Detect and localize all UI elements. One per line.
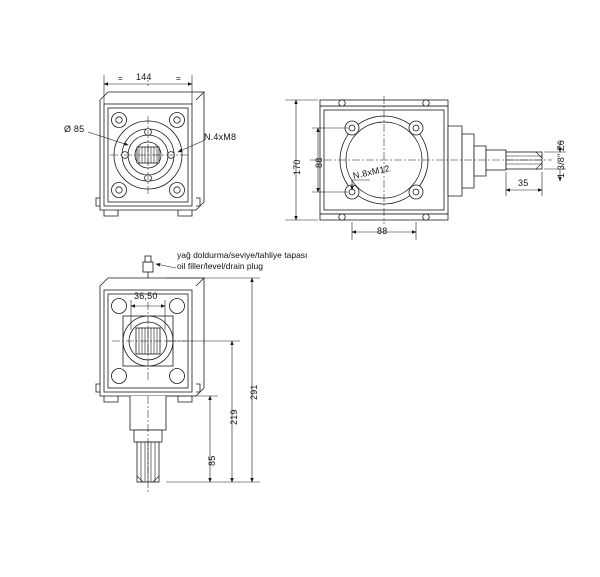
dim-label-36-50: 36,50: [134, 291, 158, 301]
dim-label-170: 170: [292, 159, 302, 175]
leader-bore-85: [87, 131, 129, 146]
dim-35: [505, 172, 543, 196]
leader-bolts-4xM8: [177, 139, 206, 153]
dim-label-spline: 1 3/8" Z6: [556, 139, 566, 178]
dim-88-vertical: [312, 127, 348, 193]
dim-label-equal-left: =: [118, 74, 123, 83]
dim-36-50: [130, 300, 166, 330]
bottom-view-geometry: [95, 255, 205, 492]
oil-plug-callout-tr: yağ doldurma/seviye/tahliye tapası: [177, 250, 308, 260]
leader-bolts-8xM12: [350, 179, 370, 191]
dim-291: [166, 277, 260, 483]
front-view-geometry: [95, 91, 205, 217]
dim-219: [166, 340, 240, 483]
dim-88-horizontal: [351, 222, 417, 240]
dim-label-88-horizontal: 88: [377, 226, 388, 236]
dim-label-35: 35: [518, 178, 529, 188]
dim-label-219: 219: [229, 409, 239, 425]
oil-plug-callout-en: oil filler/level/drain plug: [177, 261, 263, 271]
dim-label-85: 85: [207, 455, 217, 466]
leader-oil-plug: [155, 263, 177, 269]
dim-label-bolts-4xM8: N.4xM8: [204, 132, 237, 142]
dim-85: [166, 395, 218, 483]
dim-144: [103, 75, 193, 104]
dim-label-bore-85: Ø 85: [64, 124, 85, 134]
side-view-geometry: [310, 96, 552, 224]
dim-170: [285, 99, 318, 221]
dim-label-equal-right: =: [176, 74, 181, 83]
dim-spline: [544, 140, 566, 182]
dim-label-291: 291: [249, 384, 259, 400]
dim-label-88-vertical: 88: [314, 157, 324, 168]
dim-label-144: 144: [136, 72, 152, 82]
